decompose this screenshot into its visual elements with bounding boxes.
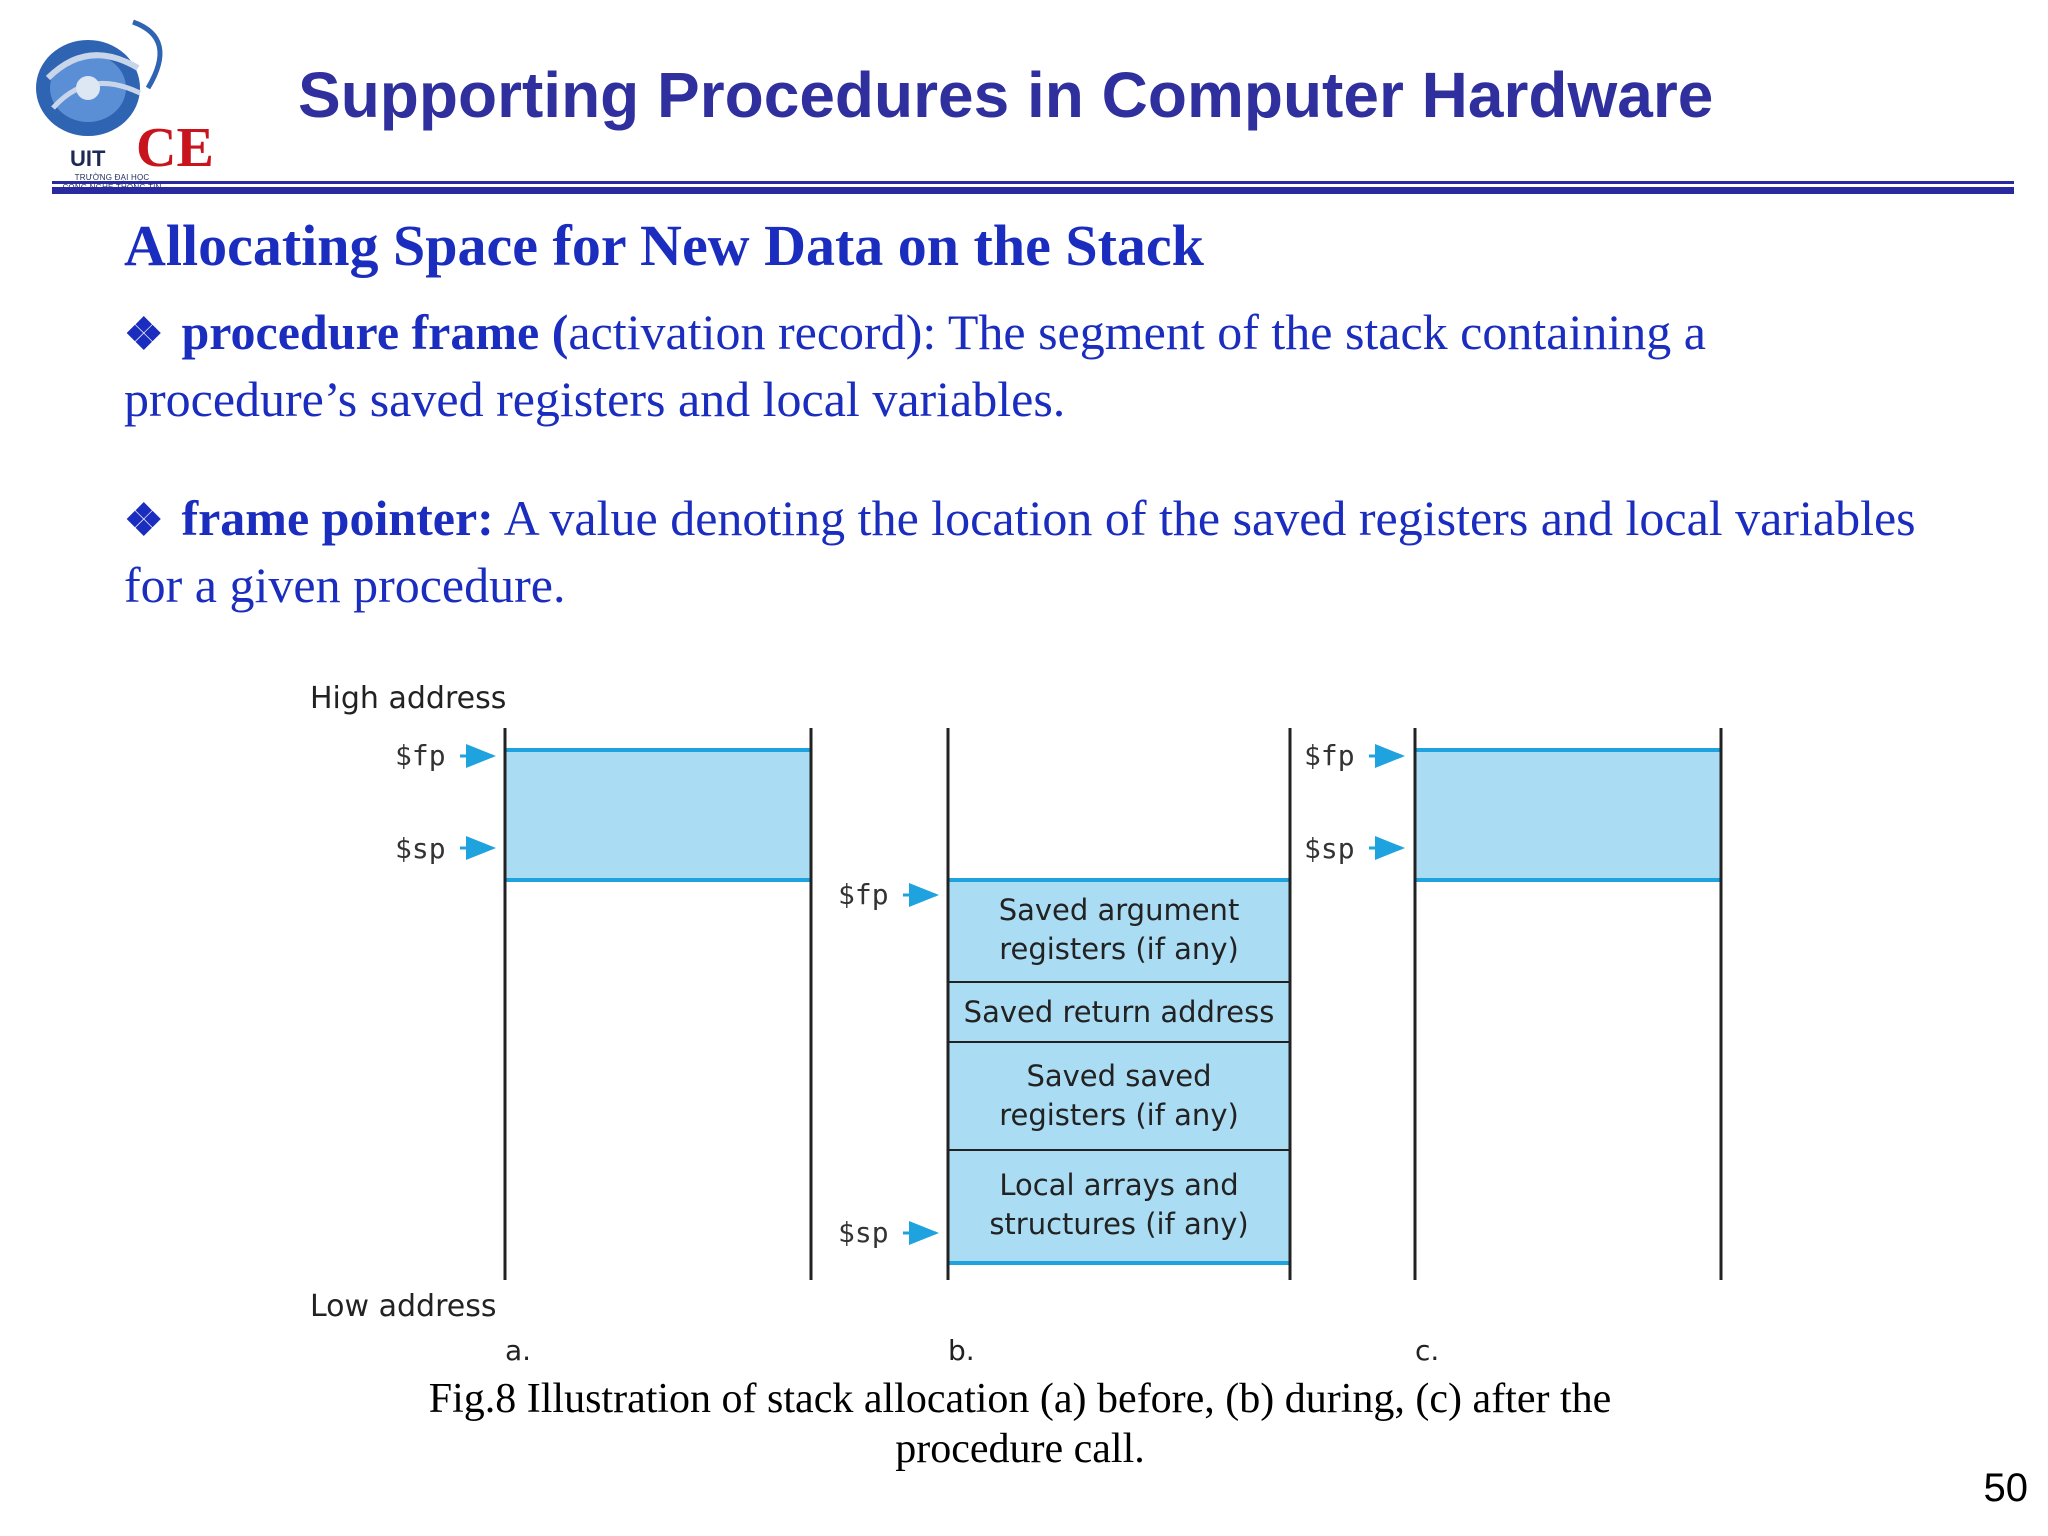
fp-label: $fp xyxy=(395,739,446,772)
stack-frame-c xyxy=(1415,750,1721,880)
page-number: 50 xyxy=(1983,1466,2029,1510)
bullet-term-rest: activation record): xyxy=(568,304,937,360)
title-divider-thick xyxy=(52,187,2014,194)
section-heading: Allocating Space for New Data on the Sta… xyxy=(124,213,1204,278)
low-address-label: Low address xyxy=(310,1289,496,1324)
fp-label: $fp xyxy=(838,878,889,911)
logo-emblem-icon xyxy=(36,19,163,136)
frame-box-label: registers (if any) xyxy=(999,1098,1239,1132)
logo-line-1: TRƯỜNG ĐẠI HỌC xyxy=(74,173,150,182)
figure-caption: Fig.8 Illustration of stack allocation (… xyxy=(428,1376,1612,1472)
logo-ce-text: CE xyxy=(136,117,214,179)
bullet-text: The segment of the stack containing a pr… xyxy=(124,304,1706,427)
stack-diagram: High address Low address $fp $sp a. xyxy=(310,681,1723,1367)
diamond-bullet-icon: ❖ xyxy=(124,496,164,545)
bullet-term: procedure frame ( xyxy=(181,304,569,360)
panel-a: $fp $sp a. xyxy=(395,728,813,1367)
diamond-bullet-icon: ❖ xyxy=(124,310,164,359)
stack-frame-b xyxy=(948,880,1290,1263)
stack-frame-a xyxy=(505,750,811,880)
frame-box-label: structures (if any) xyxy=(989,1207,1248,1241)
sp-label: $sp xyxy=(1304,832,1355,865)
bullet-term: frame pointer: xyxy=(181,490,494,546)
sp-label: $sp xyxy=(395,832,446,865)
panel-c: $fp $sp c. xyxy=(1304,728,1723,1367)
frame-box-label: Saved return address xyxy=(964,995,1275,1029)
panel-label-c: c. xyxy=(1415,1334,1439,1367)
logo-uit-text: UIT xyxy=(70,146,106,171)
bullet-procedure-frame: ❖ procedure frame (activation record): Th… xyxy=(124,300,1924,431)
panel-label-a: a. xyxy=(505,1334,531,1367)
panel-label-b: b. xyxy=(948,1334,975,1367)
frame-box-label: Local arrays and xyxy=(999,1168,1238,1202)
bullet-text: A value denoting the location of the sav… xyxy=(124,490,1916,613)
stack-allocation-figure: High address Low address $fp $sp a. xyxy=(300,670,1780,1370)
bullet-frame-pointer: ❖ frame pointer: A value denoting the loc… xyxy=(124,486,1924,617)
title-divider xyxy=(52,181,2014,184)
panel-b: Saved argument registers (if any) Saved … xyxy=(838,728,1292,1367)
uit-ce-logo: UIT CE TRƯỜNG ĐẠI HỌC CÔNG NGHỆ THÔNG TI… xyxy=(28,18,228,192)
frame-box-label: Saved saved xyxy=(1026,1059,1211,1093)
frame-box-label: registers (if any) xyxy=(999,932,1239,966)
slide-title: Supporting Procedures in Computer Hardwa… xyxy=(298,59,1714,131)
high-address-label: High address xyxy=(310,681,506,716)
sp-label: $sp xyxy=(838,1216,889,1249)
frame-box-label: Saved argument xyxy=(999,893,1240,927)
fp-label: $fp xyxy=(1304,739,1355,772)
